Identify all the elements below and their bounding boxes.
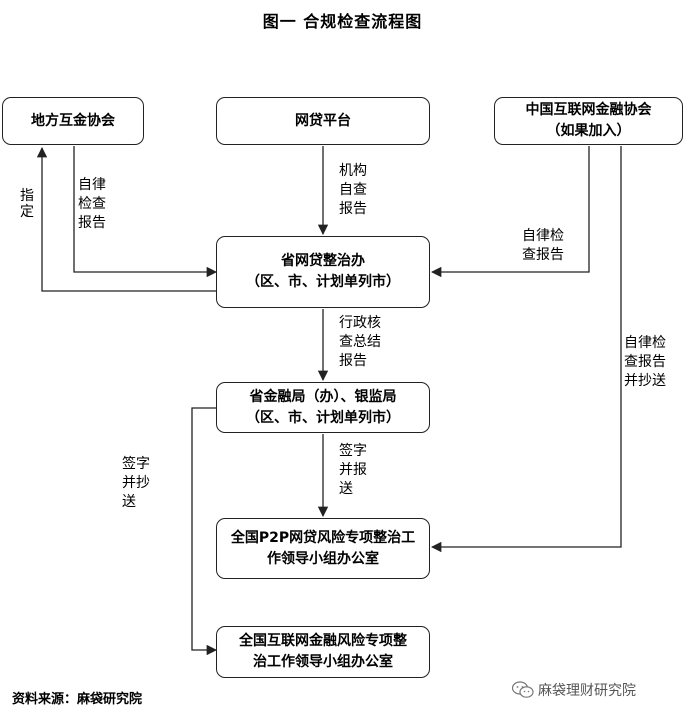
edge-label-sign-copy-line2: 并抄 xyxy=(122,475,150,491)
node-internet-finance-office-line2: 治工作领导小组办公室 xyxy=(253,654,393,670)
arrow-regulator-to-internet-office xyxy=(191,407,218,656)
edge-label-nifa-to-p2p: 自律检 查报告 并抄送 xyxy=(624,334,666,391)
edge-label-institution-self-check-line2: 自查 xyxy=(339,182,367,198)
edge-label-sign-copy: 签字 并抄 送 xyxy=(122,455,150,512)
diagram-title: 图一 合规检查流程图 xyxy=(262,12,423,31)
edge-label-admin-summary-line1: 行政核 xyxy=(339,315,381,331)
edge-label-self-regulation-report: 自律 检查 报告 xyxy=(78,176,106,233)
edge-label-sign-copy-line3: 送 xyxy=(122,494,136,510)
wechat-icon xyxy=(512,681,534,698)
edge-label-sign-submit-line1: 签字 xyxy=(339,443,367,459)
watermark-text: 麻袋理财研究院 xyxy=(538,683,636,699)
node-provincial-office-line2: （区、市、计划单列市） xyxy=(246,274,400,290)
arrow-local-to-provincial xyxy=(73,146,218,278)
node-p2p-office: 全国P2P网贷风险专项整治工 作领导小组办公室 xyxy=(216,518,430,579)
node-local-association: 地方互金协会 xyxy=(2,97,144,145)
node-nifa-line1: 中国互联网金融协会 xyxy=(525,102,652,118)
node-regulator-line2: （区、市、计划单列市） xyxy=(246,409,400,426)
node-nifa-line2: （如果加入） xyxy=(546,123,631,139)
edge-label-sign-submit-line3: 送 xyxy=(339,481,353,497)
node-p2p-office-line2: 作领导小组办公室 xyxy=(267,550,379,567)
edge-label-institution-self-check: 机构 自查 报告 xyxy=(339,162,367,219)
edge-label-admin-summary-line2: 查总结 xyxy=(339,334,381,350)
node-local-association-label: 地方互金协会 xyxy=(31,112,115,129)
edge-label-nifa-to-provincial-line2: 查报告 xyxy=(522,247,564,263)
edge-label-nifa-to-p2p-line3: 并抄送 xyxy=(624,373,666,389)
edge-label-admin-summary: 行政核 查总结 报告 xyxy=(339,314,381,371)
node-regulator-line1: 省金融局（办）、银监局 xyxy=(249,388,397,405)
edge-label-institution-self-check-line3: 报告 xyxy=(339,201,367,217)
edge-label-institution-self-check-line1: 机构 xyxy=(339,163,367,179)
edge-label-sign-copy-line1: 签字 xyxy=(122,456,150,472)
node-regulator: 省金融局（办）、银监局 （区、市、计划单列市） xyxy=(216,382,430,433)
edge-label-self-regulation-report-line2: 检查 xyxy=(78,196,106,212)
edge-label-self-regulation-report-line1: 自律 xyxy=(78,177,106,193)
edge-label-nifa-to-p2p-line1: 自律检 xyxy=(624,335,666,351)
node-internet-finance-office-line1: 全国互联网金融风险专项整 xyxy=(239,633,407,649)
node-p2p-office-line1: 全国P2P网贷风险专项整治工 xyxy=(230,529,416,546)
edge-label-nifa-to-provincial: 自律检 查报告 xyxy=(522,227,564,265)
arrow-nifa-to-p2p xyxy=(430,146,622,553)
edge-label-guidance: 指定 xyxy=(20,188,34,220)
node-nifa: 中国互联网金融协会 （如果加入） xyxy=(494,97,683,145)
source-note: 资料来源：麻袋研究院 xyxy=(12,692,143,707)
edge-label-self-regulation-report-line3: 报告 xyxy=(78,215,106,231)
edge-label-nifa-to-p2p-line2: 查报告 xyxy=(624,354,666,370)
node-platform: 网贷平台 xyxy=(216,97,430,145)
edge-label-sign-submit: 签字 并报 送 xyxy=(339,442,367,499)
edge-label-sign-submit-line2: 并报 xyxy=(339,462,367,478)
arrow-provincial-to-local xyxy=(36,146,216,292)
arrow-nifa-to-provincial xyxy=(430,146,590,278)
watermark: 麻袋理财研究院 xyxy=(512,680,636,700)
node-platform-label: 网贷平台 xyxy=(295,112,351,129)
node-internet-finance-office: 全国互联网金融风险专项整 治工作领导小组办公室 xyxy=(216,626,430,678)
node-provincial-office: 省网贷整治办 （区、市、计划单列市） xyxy=(216,236,430,308)
edge-label-admin-summary-line3: 报告 xyxy=(339,353,367,369)
edge-label-nifa-to-provincial-line1: 自律检 xyxy=(522,228,564,244)
node-provincial-office-line1: 省网贷整治办 xyxy=(281,253,365,269)
